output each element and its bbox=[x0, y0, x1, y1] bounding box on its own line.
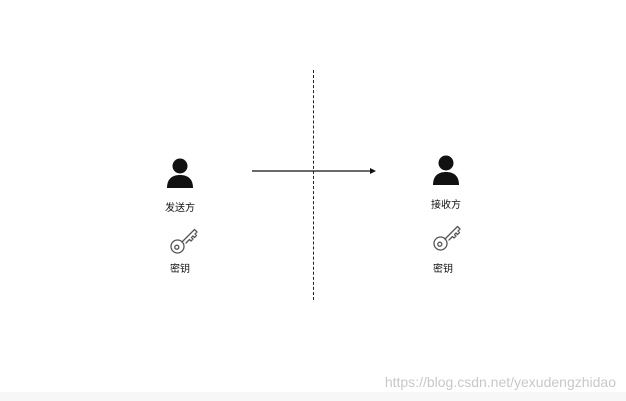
sender-person-icon bbox=[167, 158, 193, 188]
receiver-key-label: 密钥 bbox=[433, 264, 453, 275]
sender-label: 发送方 bbox=[165, 203, 195, 214]
receiver-key-icon bbox=[433, 225, 461, 251]
dashed-divider bbox=[313, 70, 314, 300]
sender-key-icon bbox=[170, 228, 198, 254]
watermark-text: https://blog.csdn.net/yexudengzhidao bbox=[384, 374, 616, 390]
receiver-label: 接收方 bbox=[431, 200, 461, 211]
bottom-strip bbox=[0, 392, 626, 401]
receiver-person-icon bbox=[433, 155, 459, 185]
sender-key-label: 密钥 bbox=[170, 264, 190, 275]
transfer-arrow bbox=[252, 168, 376, 174]
